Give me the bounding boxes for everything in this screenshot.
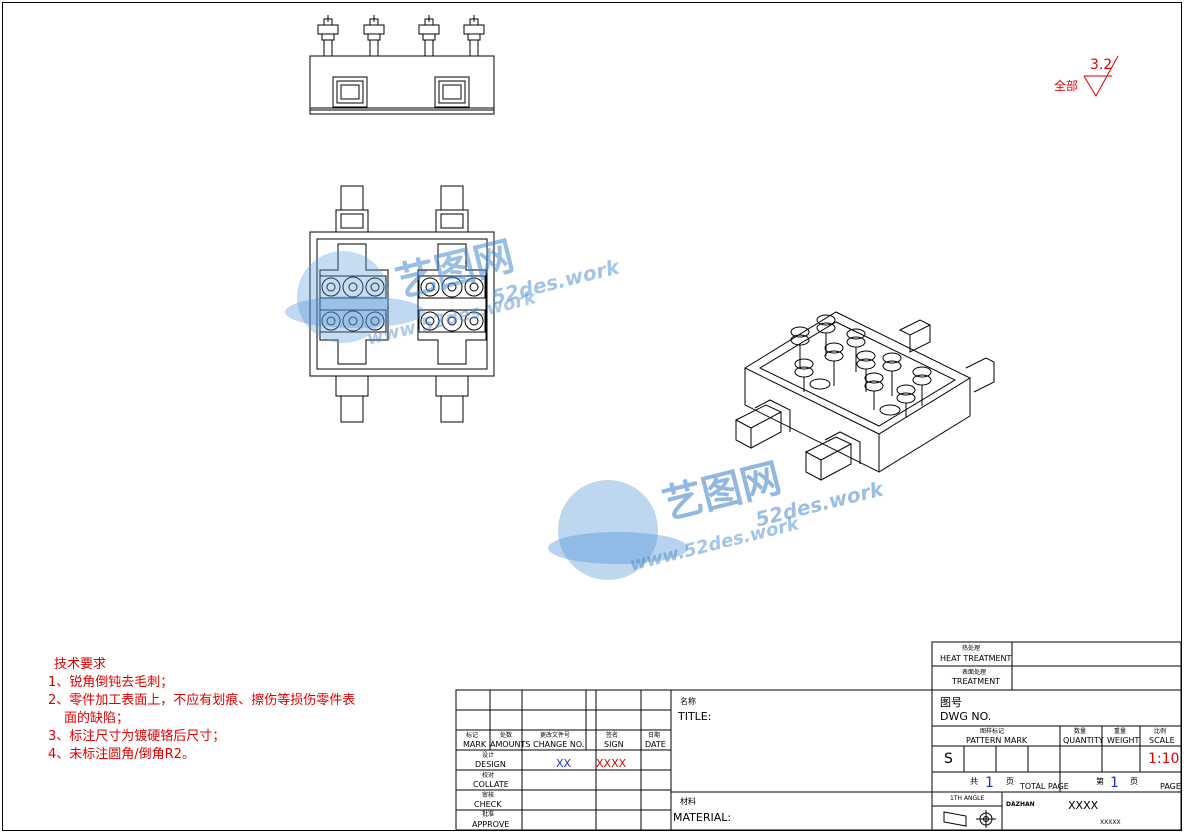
change-no-cn: 更改文件号 [540, 732, 571, 739]
collate-label: COLLATE [473, 780, 509, 789]
quantity-cn: 数量 [1074, 728, 1087, 735]
mark-cn: 标记 [466, 732, 479, 739]
company-name: XXXX [1068, 799, 1099, 812]
first-angle-label: 1TH ANGLE [950, 795, 985, 802]
heat-treatment-label: HEAT TREATMENT [940, 654, 1012, 663]
design-value-1: XX [556, 757, 572, 770]
heat-treatment-cn: 热处理 [962, 645, 981, 652]
top-view [309, 185, 495, 423]
surface-finish-symbol [1083, 55, 1119, 98]
date-label: DATE [645, 740, 666, 749]
company-name-2: XXXXX [1100, 819, 1121, 826]
amounts-label: AMOUNTS [490, 740, 531, 749]
design-cn: 设计 [482, 752, 495, 759]
roller-1 [317, 15, 339, 57]
tech-requirement-3: 面的缺陷； [64, 711, 130, 726]
company-logo: DAZHAN [1006, 801, 1035, 808]
approve-cn: 批准 [482, 811, 495, 818]
isometric-view [734, 311, 995, 481]
surface-finish-value: 3.2 [1090, 57, 1113, 73]
dwg-no-cn: 图号 [940, 696, 962, 709]
page-label: PAGE [1160, 782, 1181, 791]
scale-value: 1:10 [1148, 751, 1180, 767]
scale-cn: 比例 [1154, 728, 1167, 735]
collate-cn: 校对 [482, 772, 495, 779]
design-value-2: XXXX [596, 757, 627, 770]
iso-rollers [790, 314, 932, 418]
tech-requirement-1: 1、锐角倒钝去毛刺； [48, 675, 174, 690]
title-block-lines [455, 641, 1182, 831]
roller-4 [463, 15, 485, 57]
date-cn: 日期 [648, 732, 661, 739]
weight-cn: 重量 [1114, 728, 1127, 735]
tech-requirement-2: 2、零件加工表面上，不应有划痕、擦伤等损伤零件表 [48, 693, 356, 708]
total-page-label: TOTAL PAGE [1020, 782, 1069, 791]
material-label: MATERIAL: [673, 811, 732, 824]
material-cn: 材料 [680, 797, 696, 806]
roller-row-left-top [319, 275, 387, 299]
page-count: 1 [1110, 775, 1119, 791]
roller-3 [418, 15, 440, 57]
pattern-mark-value: S [944, 751, 953, 767]
roller-row-right-bottom [418, 309, 486, 333]
front-view [309, 15, 495, 115]
change-no-label: CHANGE NO. [533, 740, 585, 749]
title-label: TITLE: [678, 710, 712, 723]
sign-cn: 签名 [606, 732, 619, 739]
surface-finish-label: 全部 [1054, 79, 1079, 93]
roller-row-left-bottom [319, 309, 387, 333]
amounts-cn: 处数 [500, 732, 513, 739]
total-page-count: 1 [985, 775, 994, 791]
approve-label: APPROVE [472, 820, 510, 829]
pattern-mark-cn: 图样标记 [980, 728, 1005, 735]
page-suffix: 页 [1130, 777, 1138, 786]
tech-requirements: 技术要求 1、锐角倒钝去毛刺； 2、零件加工表面上，不应有划痕、擦伤等损伤零件表… [48, 656, 355, 764]
total-prefix: 共 [970, 777, 978, 786]
dwg-no-label: DWG NO. [940, 710, 992, 723]
tech-requirement-4: 3、标注尺寸为镀硬铬后尺寸； [48, 729, 226, 744]
total-suffix: 页 [1006, 777, 1014, 786]
weight-label: WEIGHT [1107, 736, 1140, 745]
mark-label: MARK [463, 740, 487, 749]
treatment-cn: 表面处理 [962, 669, 987, 676]
treatment-label: TREATMENT [952, 677, 1001, 686]
page-prefix: 第 [1096, 777, 1104, 786]
quantity-label: QUANTITY [1063, 736, 1104, 745]
roller-2 [363, 15, 385, 57]
pattern-mark-label: PATTERN MARK [966, 736, 1028, 745]
roller-row-right-top [418, 275, 486, 299]
tech-requirements-title: 技术要求 [54, 657, 107, 672]
check-label: CHECK [474, 800, 502, 809]
check-cn: 审核 [482, 792, 495, 799]
sign-label: SIGN [604, 740, 624, 749]
scale-label: SCALE [1149, 736, 1175, 745]
title-cn: 名称 [680, 697, 696, 706]
design-label: DESIGN [475, 760, 506, 769]
tech-requirement-5: 4、未标注圆角/倒角R2。 [48, 747, 195, 762]
